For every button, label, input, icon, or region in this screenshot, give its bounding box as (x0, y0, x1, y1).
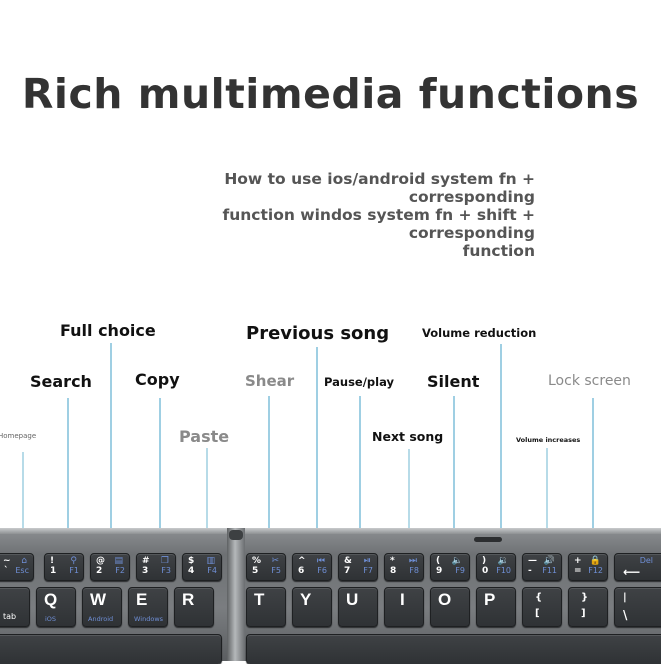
volume-up-icon: 🔊 (543, 556, 555, 566)
leader-line-shear (268, 396, 270, 548)
key-p[interactable]: P (476, 587, 516, 627)
key-f6[interactable]: ^ 6 ⏮ F6 (292, 553, 332, 581)
next-track-icon: ⏭ (408, 556, 417, 566)
label-volume-increases: Volume increases (516, 436, 581, 444)
leader-line-copy (159, 398, 161, 548)
key-i[interactable]: I (384, 587, 424, 627)
label-volume-reduction: Volume reduction (422, 326, 537, 340)
label-paste: Paste (179, 427, 230, 446)
volume-down-icon: 🔉 (497, 556, 509, 566)
label-previous-song: Previous song (246, 323, 390, 344)
key-f3[interactable]: # 3 ❐ F3 (136, 553, 176, 581)
leader-line-paste (206, 448, 208, 548)
leader-line-volume-reduction (500, 344, 502, 548)
key-q[interactable]: Q iOS (36, 587, 76, 627)
label-full-choice: Full choice (60, 321, 156, 340)
page-title: Rich multimedia functions (21, 70, 640, 118)
key-f4[interactable]: $ 4 ▥ F4 (182, 553, 222, 581)
key-f10[interactable]: ) 0 🔉 F10 (476, 553, 516, 581)
key-f5[interactable]: % 5 ✂ F5 (246, 553, 286, 581)
label-silent: Silent (427, 372, 480, 391)
key-e[interactable]: E Windows (128, 587, 168, 627)
keyboard-hinge (227, 528, 245, 661)
copy-icon: ❐ (160, 556, 169, 566)
previous-track-icon: ⏮ (316, 556, 325, 566)
keyboard-rim (0, 528, 661, 534)
key-f11[interactable]: — - 🔊 F11 (522, 553, 562, 581)
backspace-arrow-icon: ⟵ (623, 565, 641, 579)
label-lock-screen: Lock screen (548, 373, 631, 389)
leader-line-lock-screen (592, 398, 594, 548)
key-r[interactable]: R (174, 587, 214, 627)
key-delete[interactable]: Del ⟵ (614, 553, 661, 581)
leader-line-full-choice (110, 343, 112, 548)
label-search: Search (30, 372, 92, 391)
key-tab[interactable]: tab (0, 587, 30, 627)
key-bottom-row-left (0, 634, 222, 664)
key-f7[interactable]: & 7 ⏯ F7 (338, 553, 378, 581)
key-o[interactable]: O (430, 587, 470, 627)
key-f9[interactable]: ( 9 🔈 F9 (430, 553, 470, 581)
label-copy: Copy (135, 370, 180, 389)
play-pause-icon: ⏯ (363, 556, 371, 566)
key-f2[interactable]: @ 2 ▤ F2 (90, 553, 130, 581)
key-u[interactable]: U (338, 587, 378, 627)
label-pause-play: Pause/play (324, 375, 394, 389)
hinge-cap (229, 530, 243, 540)
leader-line-homepage (22, 452, 24, 548)
label-homepage: Homepage (0, 432, 37, 440)
key-t[interactable]: T (246, 587, 286, 627)
key-f8[interactable]: * 8 ⏭ F8 (384, 553, 424, 581)
subtitle-line-1: How to use ios/android system fn + corre… (224, 170, 535, 206)
leader-line-search (67, 398, 69, 548)
cut-icon: ✂ (271, 556, 279, 566)
select-all-icon: ▤ (114, 556, 123, 566)
label-next-song: Next song (372, 429, 444, 444)
key-y[interactable]: Y (292, 587, 332, 627)
leader-line-volume-increases (546, 448, 548, 548)
lock-icon: 🔒 (589, 556, 601, 566)
key-esc[interactable]: ~ ` ⌂ Esc (0, 553, 34, 581)
paste-icon: ▥ (206, 556, 215, 566)
subtitle-line-3: function (462, 242, 535, 260)
key-bottom-row-right (246, 634, 661, 664)
leader-line-previous-song (316, 347, 318, 548)
key-right-bracket[interactable]: } ] (568, 587, 608, 627)
subtitle: How to use ios/android system fn + corre… (95, 170, 535, 260)
leader-line-silent (453, 396, 455, 548)
key-left-bracket[interactable]: { [ (522, 587, 562, 627)
home-icon: ⌂ (21, 556, 27, 566)
key-f1[interactable]: ! 1 ⚲ F1 (44, 553, 84, 581)
key-backslash[interactable]: | \ (614, 587, 661, 627)
mute-icon: 🔈 (451, 556, 463, 566)
key-w[interactable]: W Android (82, 587, 122, 627)
key-f12[interactable]: + = 🔒 F12 (568, 553, 608, 581)
leader-line-pause-play (359, 396, 361, 548)
search-icon: ⚲ (70, 556, 77, 566)
leader-line-next-song (408, 449, 410, 548)
indicator-slot (474, 537, 502, 542)
subtitle-line-2: function windos system fn + shift + corr… (222, 206, 535, 242)
label-shear: Shear (245, 372, 295, 390)
